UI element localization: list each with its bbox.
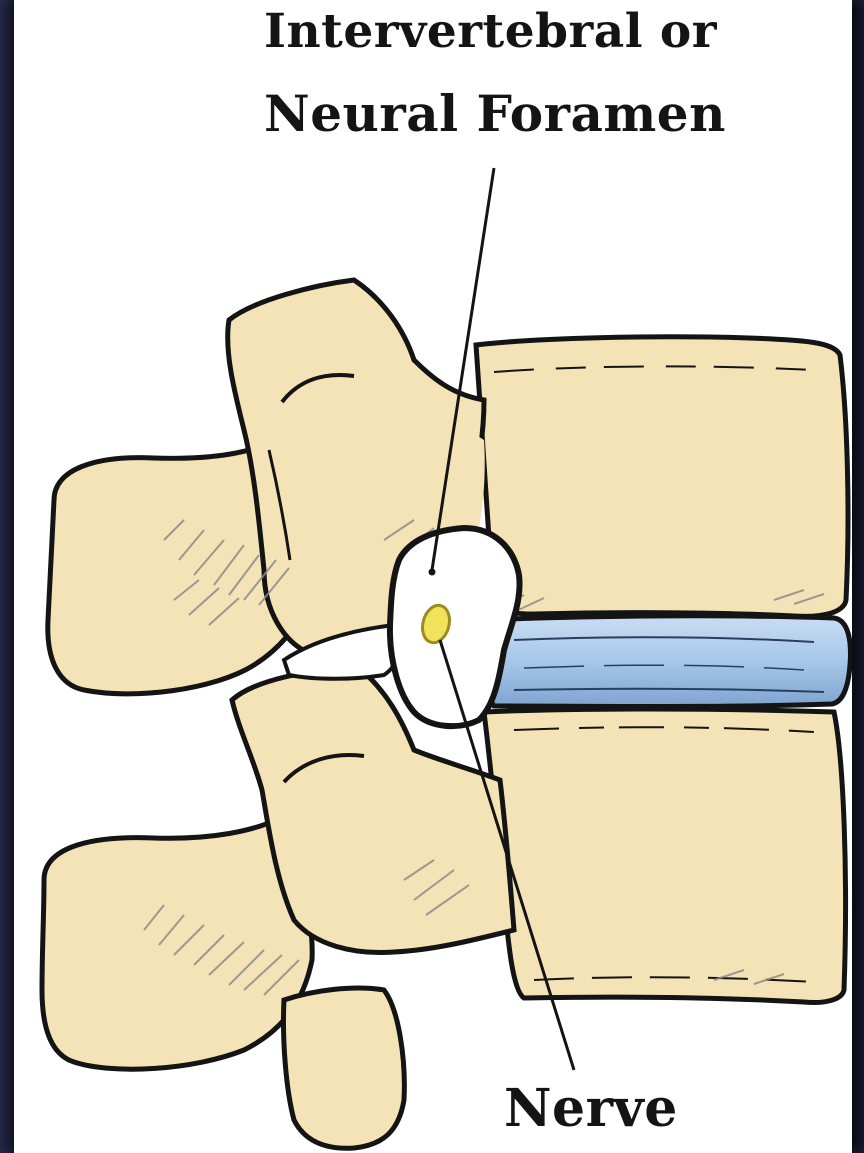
nerve-label: Nerve	[504, 1078, 678, 1139]
intervertebral-disc	[483, 616, 851, 707]
upper-vertebral-body	[476, 337, 848, 617]
spine-illustration	[14, 0, 852, 1153]
foramen-label-line2: Neural Foramen	[264, 84, 726, 143]
lower-inferior-process	[283, 988, 404, 1148]
lower-transverse-process	[42, 820, 312, 1069]
diagram-canvas: Intervertebral or Neural Foramen Nerve	[14, 0, 852, 1153]
foramen-label-line1: Intervertebral or	[264, 4, 717, 59]
